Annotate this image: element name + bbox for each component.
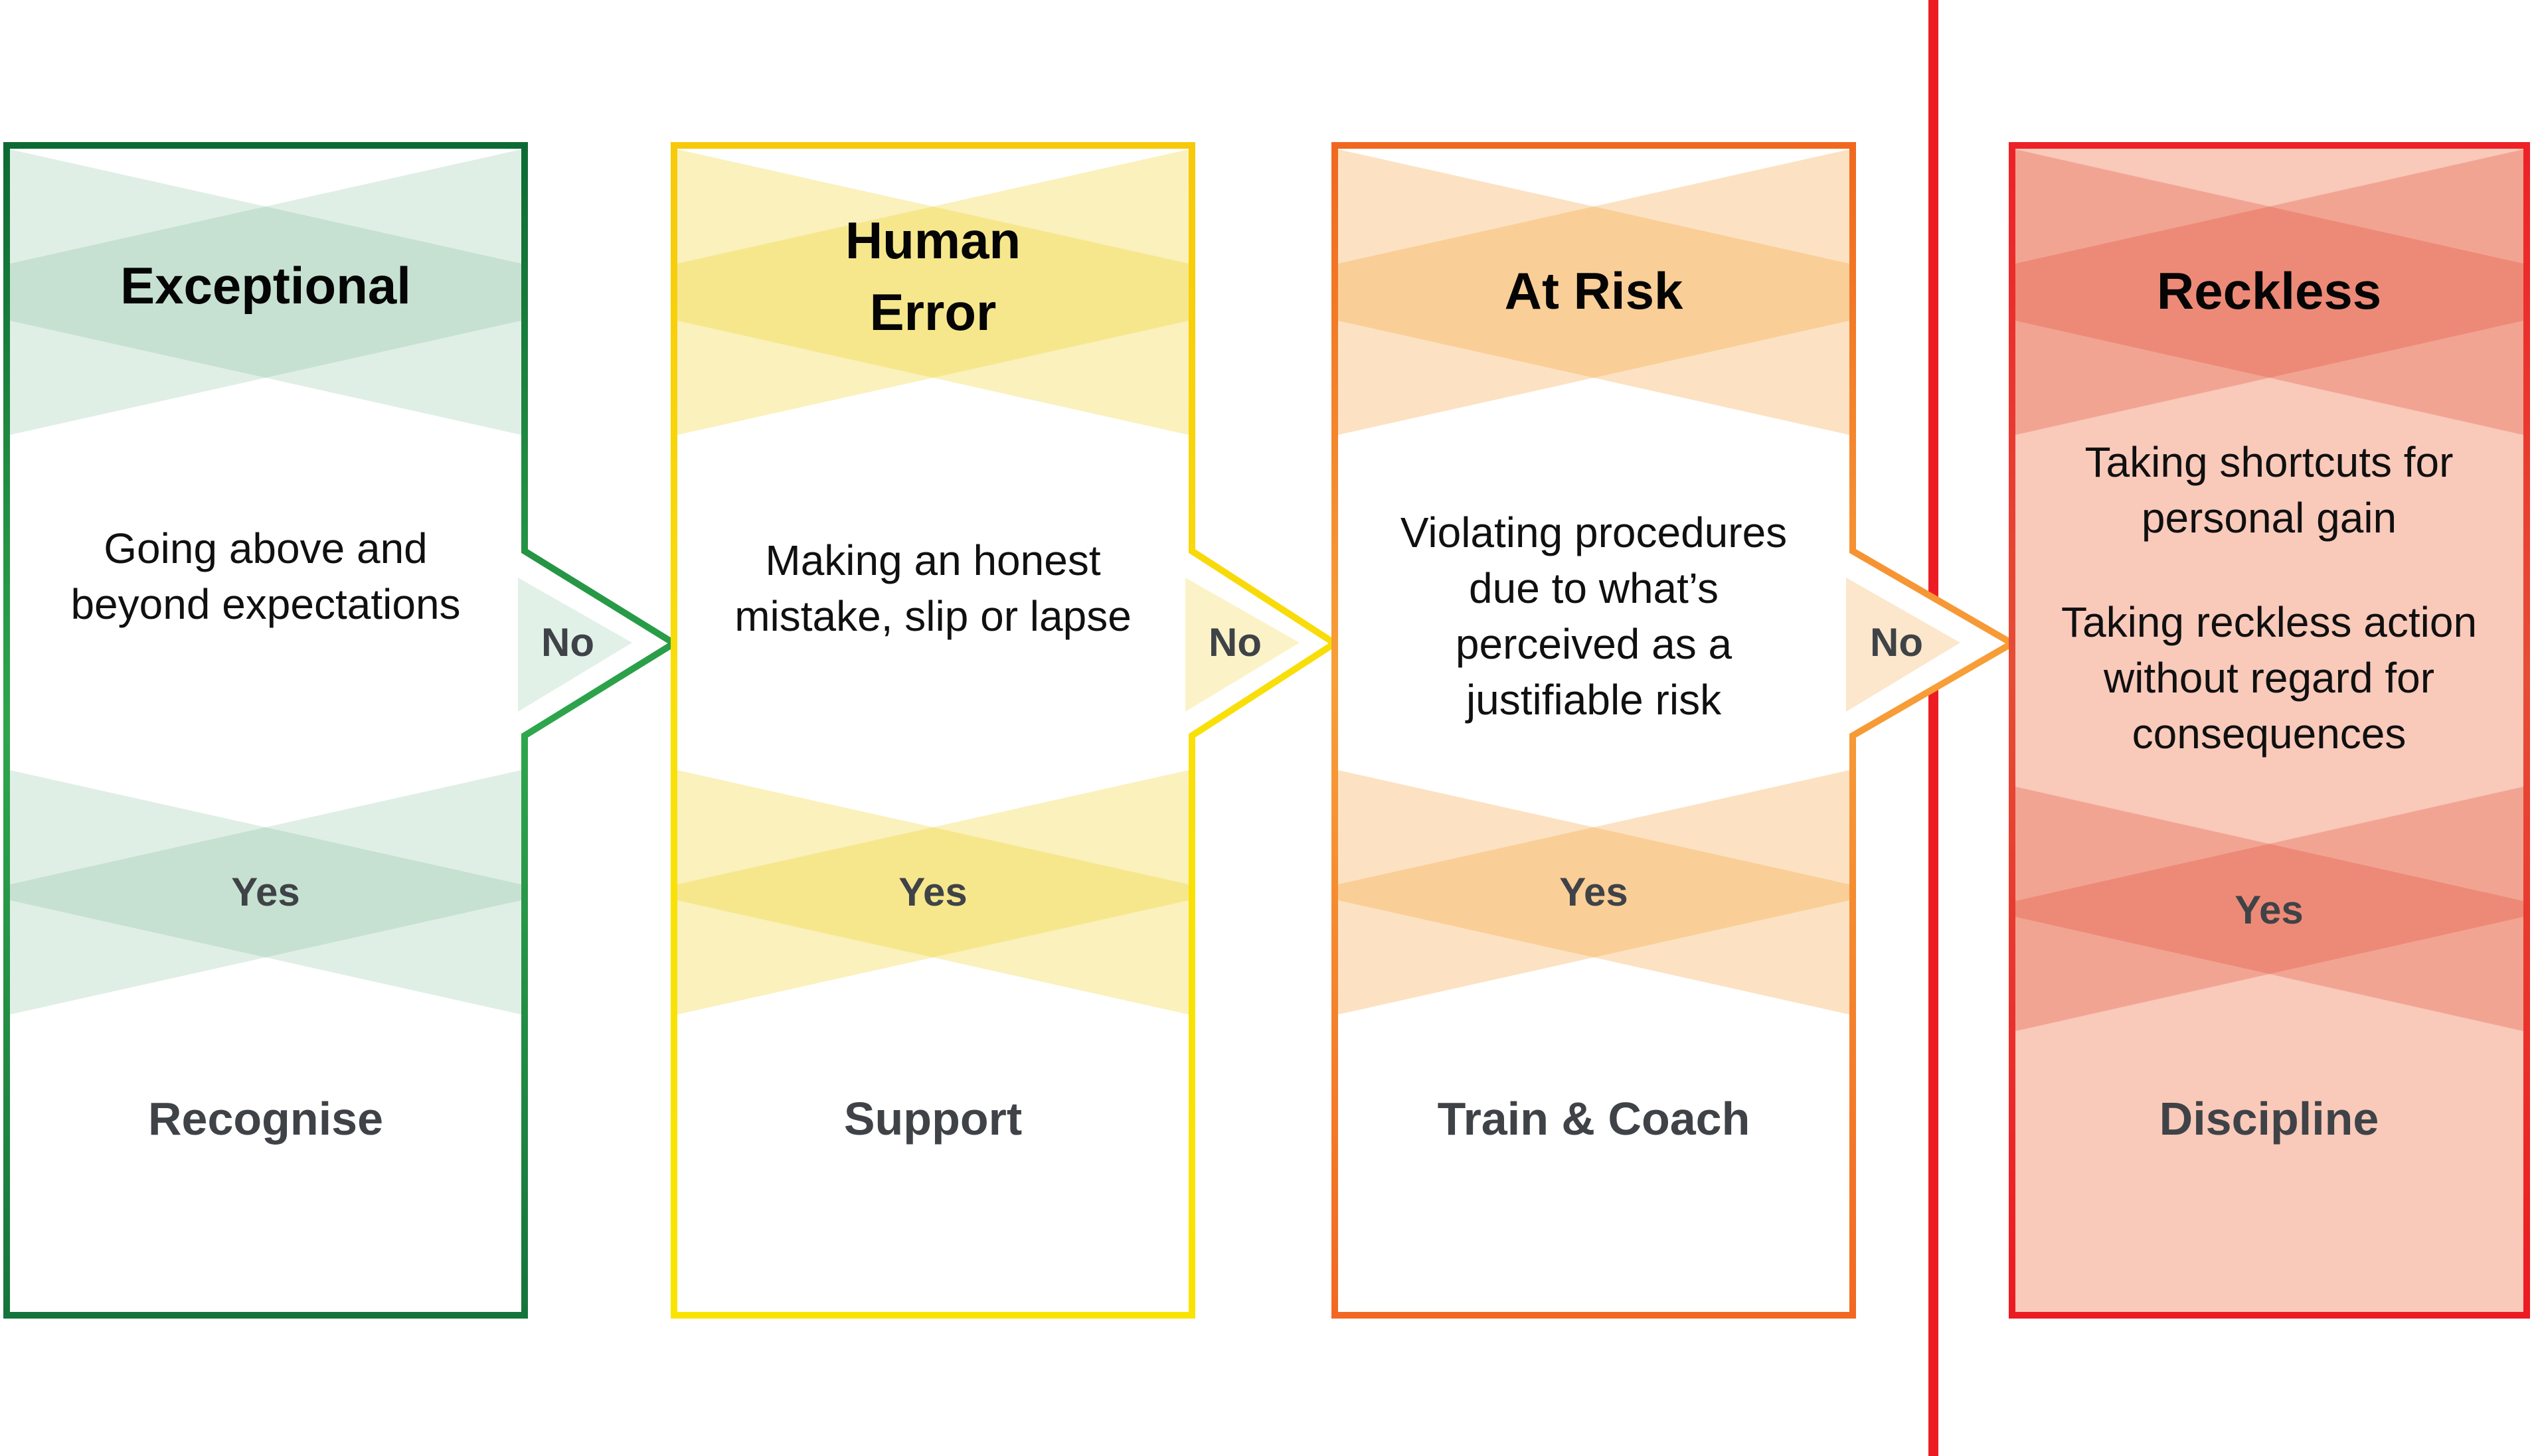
no-arrow-triangle [518, 578, 632, 712]
reckless-action: Discipline [2159, 1093, 2379, 1145]
green-chevron-bands [10, 149, 521, 1014]
reckless-box-graphic [2009, 142, 2530, 1319]
reckless-description-1: Taking shortcuts for personal gain [2084, 438, 2454, 542]
orange-border-with-arrow [1331, 142, 2019, 1319]
yellow-chevron-bands [677, 149, 1189, 1014]
no-arrow-triangle [1846, 578, 1960, 712]
reckless-title: Reckless [2156, 262, 2382, 320]
human-error-description: Making an honest mistake, slip or lapse [734, 536, 1132, 640]
at-risk-box-graphic [1331, 142, 2019, 1319]
salmon-chevron-bands [2015, 149, 2523, 1031]
red-separator-line [1928, 0, 1938, 1456]
human-error-action: Support [843, 1093, 1023, 1145]
no-label-2: No [1209, 620, 1262, 665]
at-risk-title: At Risk [1504, 262, 1683, 320]
at-risk-yes-label: Yes [1559, 870, 1628, 914]
exceptional-box-graphic [3, 142, 681, 1319]
yellow-border-with-arrow [671, 142, 1341, 1319]
reckless-description-2: Taking reckless action without regard fo… [2061, 598, 2478, 758]
orange-chevron-bands [1338, 149, 1849, 1014]
no-label-1: No [541, 620, 594, 665]
human-error-yes-label: Yes [898, 870, 968, 914]
red-border [2009, 142, 2530, 1319]
reckless-yes-label: Yes [2235, 888, 2304, 932]
exceptional-description: Going above and beyond expectations [70, 525, 461, 628]
at-risk-description: Violating procedures due to what’s perce… [1400, 509, 1788, 724]
exceptional-title: Exceptional [120, 256, 411, 315]
no-arrow-triangle [1185, 578, 1300, 712]
no-label-3: No [1870, 620, 1923, 665]
green-border-with-arrow [3, 142, 681, 1319]
exceptional-yes-label: Yes [231, 870, 300, 914]
exceptional-action: Recognise [148, 1093, 383, 1145]
human-error-title: Human Error [845, 211, 1021, 341]
human-error-box-graphic [671, 142, 1341, 1319]
at-risk-action: Train & Coach [1437, 1093, 1750, 1145]
